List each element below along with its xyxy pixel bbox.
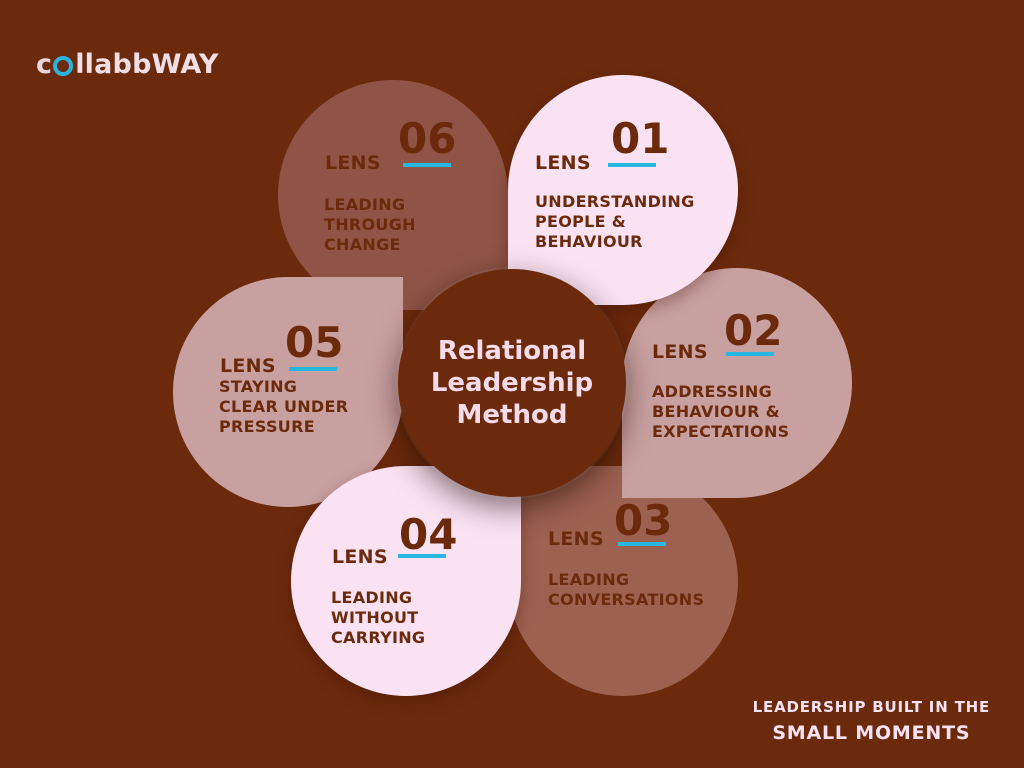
lens-03-label: LENS <box>548 528 604 550</box>
tagline-line-2: SMALL MOMENTS <box>772 722 971 744</box>
lens-04-label: LENS <box>332 546 388 568</box>
lens-01-title: UNDERSTANDING PEOPLE & BEHAVIOUR <box>535 192 695 251</box>
lens-03-title: LEADING CONVERSATIONS <box>548 570 705 609</box>
petal-lens-02: 02 LENS ADDRESSING BEHAVIOUR & EXPECTATI… <box>622 268 852 498</box>
lens-06-label: LENS <box>325 152 381 174</box>
lens-04-number: 04 <box>399 510 458 559</box>
collabbway-logo: c llabbWAY <box>36 44 219 84</box>
logo-text-end: llabbWAY <box>75 48 219 80</box>
lens-02-label: LENS <box>652 341 708 363</box>
lens-05-underline <box>289 367 337 371</box>
lens-03-number: 03 <box>614 496 673 545</box>
lens-04-underline <box>398 554 446 558</box>
lens-05-title: STAYING CLEAR UNDER PRESSURE <box>219 377 349 436</box>
petal-lens-06: 06 LENS LEADING THROUGH CHANGE <box>278 80 508 310</box>
tagline-line-1: LEADERSHIP BUILT IN THE <box>752 698 990 716</box>
petal-lens-04: 04 LENS LEADING WITHOUT CARRYING <box>291 466 521 696</box>
lens-02-title: ADDRESSING BEHAVIOUR & EXPECTATIONS <box>652 382 790 441</box>
lens-02-underline <box>726 352 774 356</box>
petal-lens-03: 03 LENS LEADING CONVERSATIONS <box>508 466 738 696</box>
lens-06-title: LEADING THROUGH CHANGE <box>324 195 416 254</box>
lens-06-number: 06 <box>398 114 457 163</box>
lens-01-underline <box>608 163 656 167</box>
lens-01-number: 01 <box>611 114 670 163</box>
tagline: LEADERSHIP BUILT IN THE SMALL MOMENTS <box>753 697 990 746</box>
lens-02-number: 02 <box>724 306 783 355</box>
lens-01-label: LENS <box>535 152 591 174</box>
lens-04-title: LEADING WITHOUT CARRYING <box>331 588 426 647</box>
lens-05-number: 05 <box>285 318 344 367</box>
logo-ring-icon <box>53 56 74 76</box>
center-circle: Relational Leadership Method <box>398 269 626 497</box>
center-title: Relational Leadership Method <box>430 336 594 430</box>
petal-lens-05: 05 LENS STAYING CLEAR UNDER PRESSURE <box>173 277 403 507</box>
petal-lens-01: 01 LENS UNDERSTANDING PEOPLE & BEHAVIOUR <box>508 75 738 305</box>
logo-text-start: c <box>36 48 53 80</box>
lens-03-underline <box>618 542 666 546</box>
lens-05-label: LENS <box>220 355 276 377</box>
lens-06-underline <box>403 163 451 167</box>
